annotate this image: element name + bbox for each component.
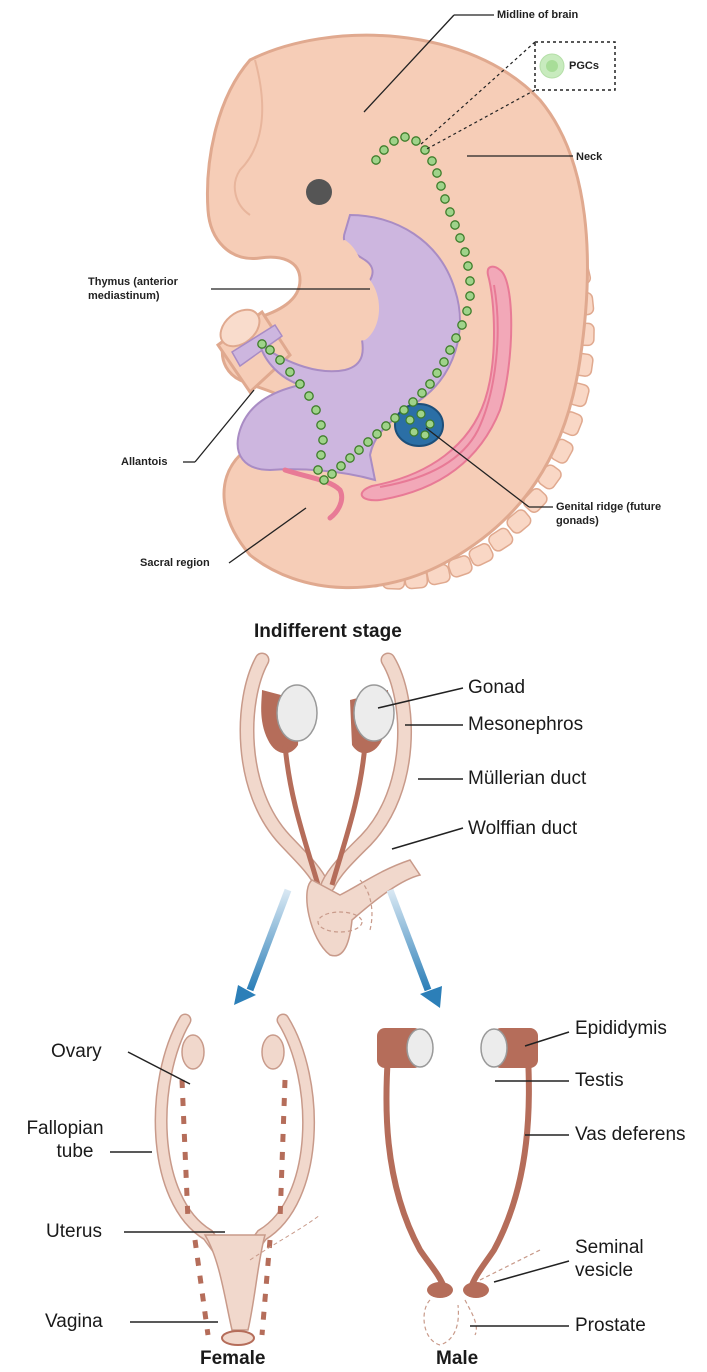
pgc-cell [312, 406, 320, 414]
pgc-cell [380, 146, 388, 154]
pgc-cell [417, 410, 425, 418]
pgc-cell [328, 470, 336, 478]
pgc-cell [440, 358, 448, 366]
label-fallopian-line1: Fallopian [20, 1117, 110, 1140]
label-seminal-line2: vesicle [575, 1259, 644, 1282]
pgc-cell [317, 451, 325, 459]
pgc-cell [428, 157, 436, 165]
pgc-cell [452, 334, 460, 342]
pgc-cell [319, 436, 327, 444]
pgc-cell [286, 368, 294, 376]
pgc-cell [373, 430, 381, 438]
pgc-cell [382, 422, 390, 430]
label-gonad: Gonad [468, 676, 525, 699]
pgc-cell [464, 262, 472, 270]
pgc-cell [390, 137, 398, 145]
label-pgcs: PGCs [569, 59, 599, 73]
label-wolffian-duct: Wolffian duct [468, 817, 577, 840]
pgc-cell [426, 380, 434, 388]
pgc-cell [433, 169, 441, 177]
pgc-cell [305, 392, 313, 400]
pgc-cell [433, 369, 441, 377]
pgc-cell [461, 248, 469, 256]
label-genital-line1: Genital ridge (future [556, 500, 661, 514]
male-diagram [377, 1028, 540, 1345]
label-ovary: Ovary [51, 1040, 102, 1063]
label-thymus: Thymus (anterior mediastinum) [88, 275, 178, 303]
label-seminal-vesicle: Seminal vesicle [575, 1236, 644, 1282]
title-male: Male [436, 1348, 478, 1370]
pgc-cell [410, 428, 418, 436]
pgc-cell [266, 346, 274, 354]
embryo-illustration [207, 35, 615, 589]
label-fallopian-line2: tube [20, 1140, 110, 1163]
pgc-cell [451, 221, 459, 229]
title-female: Female [200, 1348, 265, 1370]
pgc-cell [276, 356, 284, 364]
pgc-cell [466, 292, 474, 300]
pgc-cell [355, 446, 363, 454]
pgc-cell [463, 307, 471, 315]
pgc-cell [364, 438, 372, 446]
pgc-cell [320, 476, 328, 484]
label-neck: Neck [576, 150, 602, 164]
label-mullerian-duct: Müllerian duct [468, 767, 586, 790]
pgc-cell [314, 466, 322, 474]
label-thymus-line2: mediastinum) [88, 289, 178, 303]
pgc-cell [456, 234, 464, 242]
label-fallopian-tube: Fallopian tube [20, 1117, 110, 1163]
label-vagina: Vagina [45, 1310, 103, 1333]
pgc-cell [258, 340, 266, 348]
female-diagram [161, 1020, 320, 1345]
pgc-cell [409, 398, 417, 406]
pgc-cell [437, 182, 445, 190]
eye [306, 179, 332, 205]
title-indifferent-stage: Indifferent stage [254, 621, 402, 643]
pgc-cell [421, 431, 429, 439]
pgc-cell [317, 421, 325, 429]
pgc-cell [441, 195, 449, 203]
label-prostate: Prostate [575, 1314, 646, 1337]
pgc-cell [418, 389, 426, 397]
pgc-cell [401, 133, 409, 141]
pgc-cell [426, 420, 434, 428]
label-epididymis: Epididymis [575, 1017, 667, 1040]
label-sacral-region: Sacral region [140, 556, 210, 570]
label-seminal-line1: Seminal [575, 1236, 644, 1259]
label-allantois: Allantois [121, 455, 167, 469]
label-genital-ridge: Genital ridge (future gonads) [556, 500, 661, 528]
pgc-cell [412, 137, 420, 145]
label-testis: Testis [575, 1069, 624, 1092]
label-uterus: Uterus [46, 1220, 102, 1243]
pgc-cell [391, 414, 399, 422]
pgc-cell [372, 156, 380, 164]
pgc-cell [337, 462, 345, 470]
pgc-cell [346, 454, 354, 462]
pgc-cell [446, 346, 454, 354]
pgc-cell [406, 416, 414, 424]
pgc-cell [296, 380, 304, 388]
pgc-cell [458, 321, 466, 329]
pgc-cell [400, 406, 408, 414]
label-genital-line2: gonads) [556, 514, 661, 528]
label-vas-deferens: Vas deferens [575, 1123, 686, 1146]
label-thymus-line1: Thymus (anterior [88, 275, 178, 289]
pgc-cell [466, 277, 474, 285]
pgc-cell [446, 208, 454, 216]
label-mesonephros: Mesonephros [468, 713, 583, 736]
label-midline-of-brain: Midline of brain [497, 8, 578, 22]
